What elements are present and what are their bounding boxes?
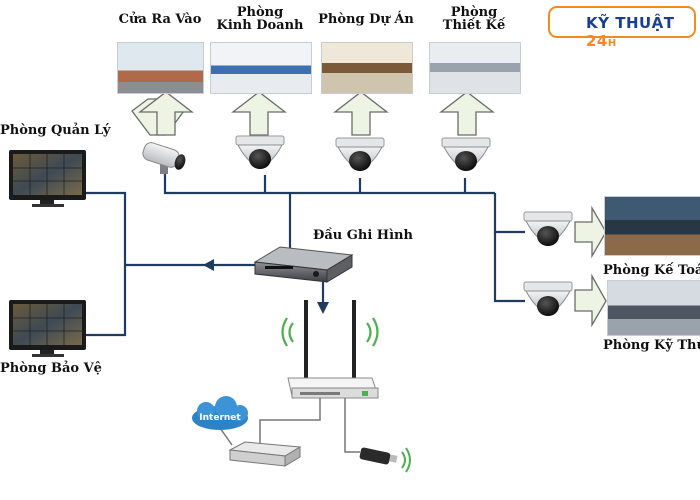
arrow-to-monitors [203, 259, 214, 271]
label-ke-toan: Phòng Kế Toá [603, 263, 700, 278]
wifi-router-icon [287, 300, 379, 399]
brand-name: KỸ THUẬT [586, 14, 675, 32]
ky-thuat-24h-logo: KỸ THUẬT 24H [548, 6, 696, 50]
label-thiet-ke-line1: Phòng [450, 5, 498, 20]
internet-label: Internet [199, 413, 241, 423]
dome-camera-icon-ke-toan [523, 211, 573, 246]
wiring [80, 173, 525, 337]
room-photo-kinh-doanh [210, 42, 312, 94]
dome-camera-icon-ky-thuat [523, 281, 573, 316]
label-du-an: Phòng Dự Án [318, 12, 414, 27]
internet-cloud-icon [192, 396, 248, 430]
monitor-icon-quan-ly [9, 150, 86, 207]
modem-icon [228, 441, 302, 467]
dome-camera-icon-thiet-ke [441, 137, 491, 171]
bullet-camera-icon [142, 142, 186, 174]
arrow-to-router [317, 302, 329, 314]
room-photo-thiet-ke [429, 42, 521, 94]
label-quan-ly: Phòng Quản Lý [0, 123, 111, 138]
brand-suffix: H [607, 38, 617, 49]
room-photo-ky-thuat [607, 280, 700, 336]
usb-3g-dongle-icon [359, 447, 411, 473]
brand-number: 24 [586, 32, 608, 50]
dome-camera-icon-du-an [335, 137, 385, 171]
wifi-signal-icon [281, 317, 379, 347]
monitor-icon-bao-ve [9, 300, 86, 357]
room-photo-cua-ra-vao [117, 42, 204, 94]
label-thiet-ke-line2: Thiết Kế [442, 18, 506, 33]
room-photo-du-an [321, 42, 413, 94]
hollow-right-arrows [574, 205, 607, 328]
label-dau-ghi-hinh: Đầu Ghi Hình [313, 228, 413, 243]
label-bao-ve: Phòng Bảo Vệ [0, 361, 102, 376]
label-kinh-doanh-line2: Kinh Doanh [216, 18, 304, 33]
hollow-up-arrows [131, 91, 495, 136]
dome-camera-icon-kinh-doanh [235, 135, 285, 169]
dvr-recorder-icon [253, 246, 354, 283]
room-photo-ke-toan [604, 196, 700, 256]
label-kinh-doanh-line1: Phòng [236, 5, 284, 20]
label-ky-thuat: Phòng Kỹ Thu [603, 338, 700, 353]
label-cua-ra-vao: Cửa Ra Vào [118, 12, 202, 27]
